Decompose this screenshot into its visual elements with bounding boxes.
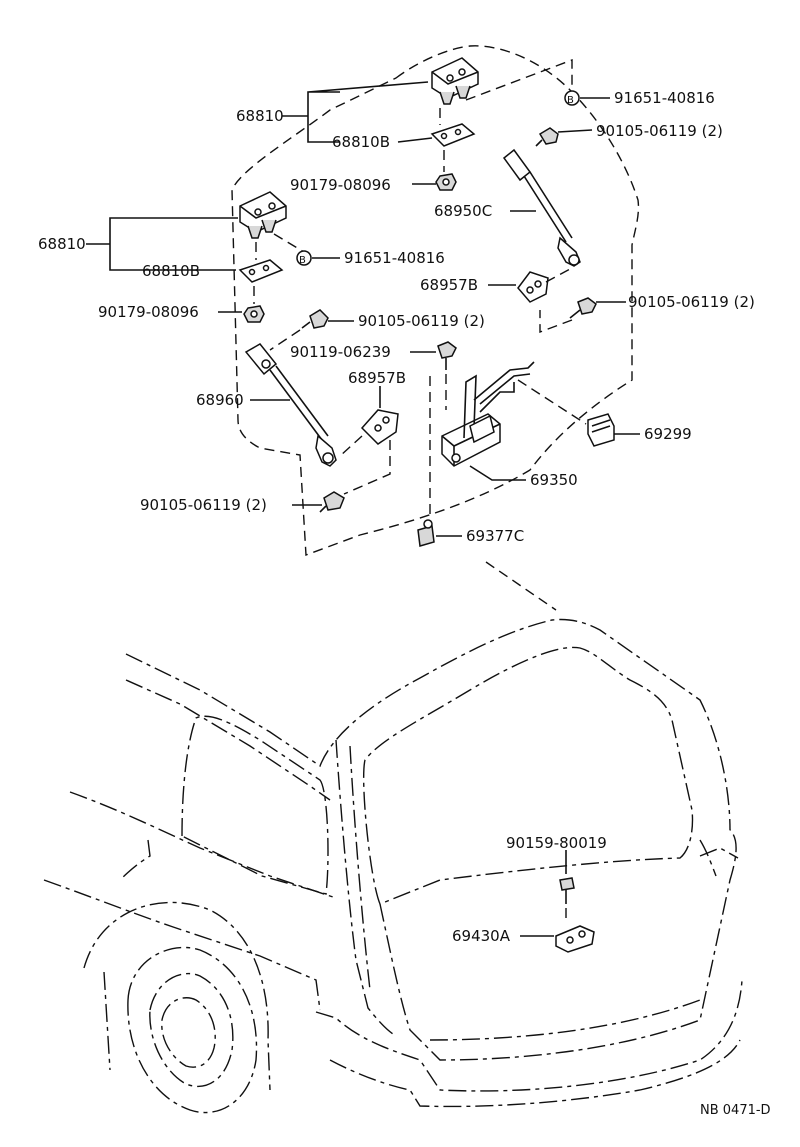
svg-text:B: B	[299, 255, 306, 266]
bolt-90119[interactable]	[437, 341, 457, 370]
leader-bolt-mid-dash	[269, 329, 301, 351]
svg-text:B: B	[567, 95, 574, 106]
bolt-90159[interactable]	[559, 877, 575, 904]
b-marker-top: B	[564, 90, 580, 106]
label-90159: 90159-80019	[506, 834, 607, 852]
nut-top[interactable]	[435, 173, 457, 191]
bracket-68810-left	[86, 217, 238, 271]
hinge-plate-left[interactable]	[238, 259, 284, 283]
label-68950c: 68950C	[434, 202, 492, 220]
label-90179-left: 90179-08096	[98, 303, 199, 321]
nut-left[interactable]	[243, 305, 265, 323]
leader-68810b-top	[397, 137, 433, 143]
label-90105-mid: 90105-06119 (2)	[358, 312, 485, 330]
leader-68957b-left-dash	[339, 435, 363, 457]
leader-lock-right-dash	[517, 379, 587, 425]
leader-90105-top	[557, 129, 593, 133]
b-marker-left: B	[296, 250, 312, 266]
label-69350: 69350	[530, 471, 578, 489]
label-68957b-left: 68957B	[348, 369, 406, 387]
hinge-top[interactable]	[431, 57, 479, 105]
bolt-bottom[interactable]	[319, 491, 345, 513]
bracket-68957b-right[interactable]	[517, 271, 549, 303]
label-68957b-right: 68957B	[420, 276, 478, 294]
gas-stay-right[interactable]	[502, 148, 581, 267]
leader-68957b-right-dash	[545, 267, 573, 283]
gas-stay-left[interactable]	[244, 343, 337, 467]
clip-69377c[interactable]	[417, 519, 435, 547]
label-90105-right: 90105-06119 (2)	[628, 293, 755, 311]
hinge-left[interactable]	[239, 191, 287, 239]
striker-69430a[interactable]	[555, 925, 595, 953]
label-90105-bottom: 90105-06119 (2)	[140, 496, 267, 514]
label-91651-left: 91651-40816	[344, 249, 445, 267]
switch-69299[interactable]	[587, 413, 615, 447]
bolt-mid[interactable]	[301, 309, 329, 329]
label-90179-top: 90179-08096	[290, 176, 391, 194]
car-body	[43, 618, 743, 1114]
label-68810b-top: 68810B	[332, 133, 390, 151]
bolt-top-right[interactable]	[535, 127, 559, 147]
label-69430a: 69430A	[452, 927, 511, 945]
bolt-right[interactable]	[569, 297, 597, 319]
reference-code: NB 0471-D	[700, 1103, 771, 1118]
back-door-outline	[231, 45, 640, 556]
label-90105-top: 90105-06119 (2)	[596, 122, 723, 140]
label-90119: 90119-06239	[290, 343, 391, 361]
leader-bolt-bottom-dash	[343, 440, 391, 495]
leader-bolt-right-dash	[539, 310, 573, 334]
leader-hinge-top-right	[465, 58, 573, 101]
hinge-plate-top[interactable]	[430, 123, 476, 147]
label-68810b-left: 68810B	[142, 262, 200, 280]
leader-69350	[469, 465, 526, 481]
label-68810-top: 68810	[236, 107, 284, 125]
label-68810-left: 68810	[38, 235, 86, 253]
leader-door-to-car	[485, 561, 557, 611]
bracket-68810-top	[282, 81, 429, 143]
leader-hinge-left-right	[273, 233, 305, 253]
label-91651-top: 91651-40816	[614, 89, 715, 107]
lock-assembly[interactable]	[441, 361, 535, 467]
label-69377c: 69377C	[466, 527, 524, 545]
bracket-68957b-left[interactable]	[360, 409, 399, 445]
label-69299: 69299	[644, 425, 692, 443]
label-68960: 68960	[196, 391, 244, 409]
